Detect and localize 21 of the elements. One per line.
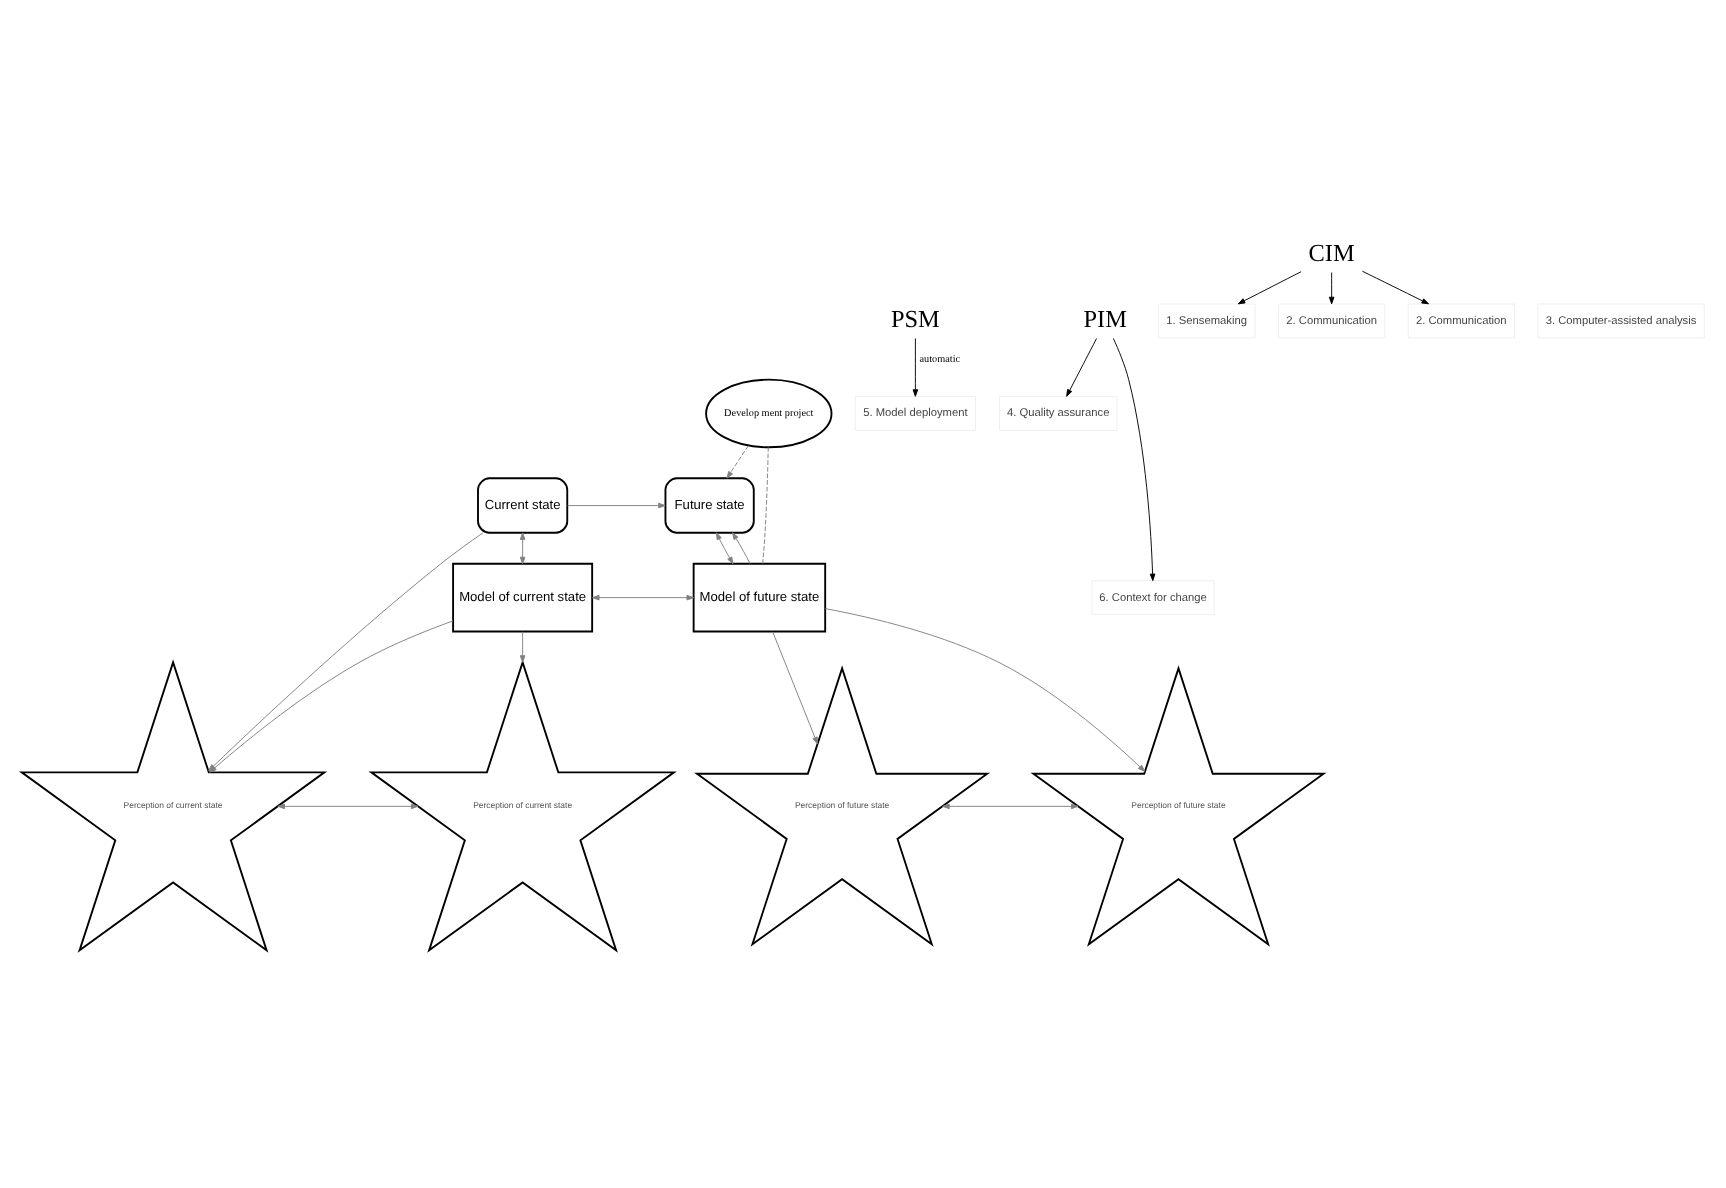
node-text: PSM — [890, 304, 940, 333]
arrow — [567, 502, 666, 509]
arrow — [772, 631, 818, 745]
arrow — [715, 532, 734, 565]
arrow — [1112, 337, 1156, 582]
arrow — [592, 594, 694, 601]
node-text: PIM — [1083, 304, 1127, 333]
arrow — [732, 532, 751, 565]
arrow — [824, 608, 1146, 772]
arrow — [726, 445, 749, 479]
arrow — [942, 803, 1079, 810]
arrow — [1328, 272, 1335, 305]
arrow — [912, 338, 919, 397]
arrow — [277, 803, 419, 810]
arrow — [519, 631, 526, 663]
arrow — [1361, 270, 1429, 305]
arrow — [1066, 338, 1098, 397]
node-text: CIM — [1308, 239, 1355, 268]
arrow — [519, 532, 526, 565]
arrow — [1237, 271, 1302, 305]
connector — [762, 446, 769, 565]
